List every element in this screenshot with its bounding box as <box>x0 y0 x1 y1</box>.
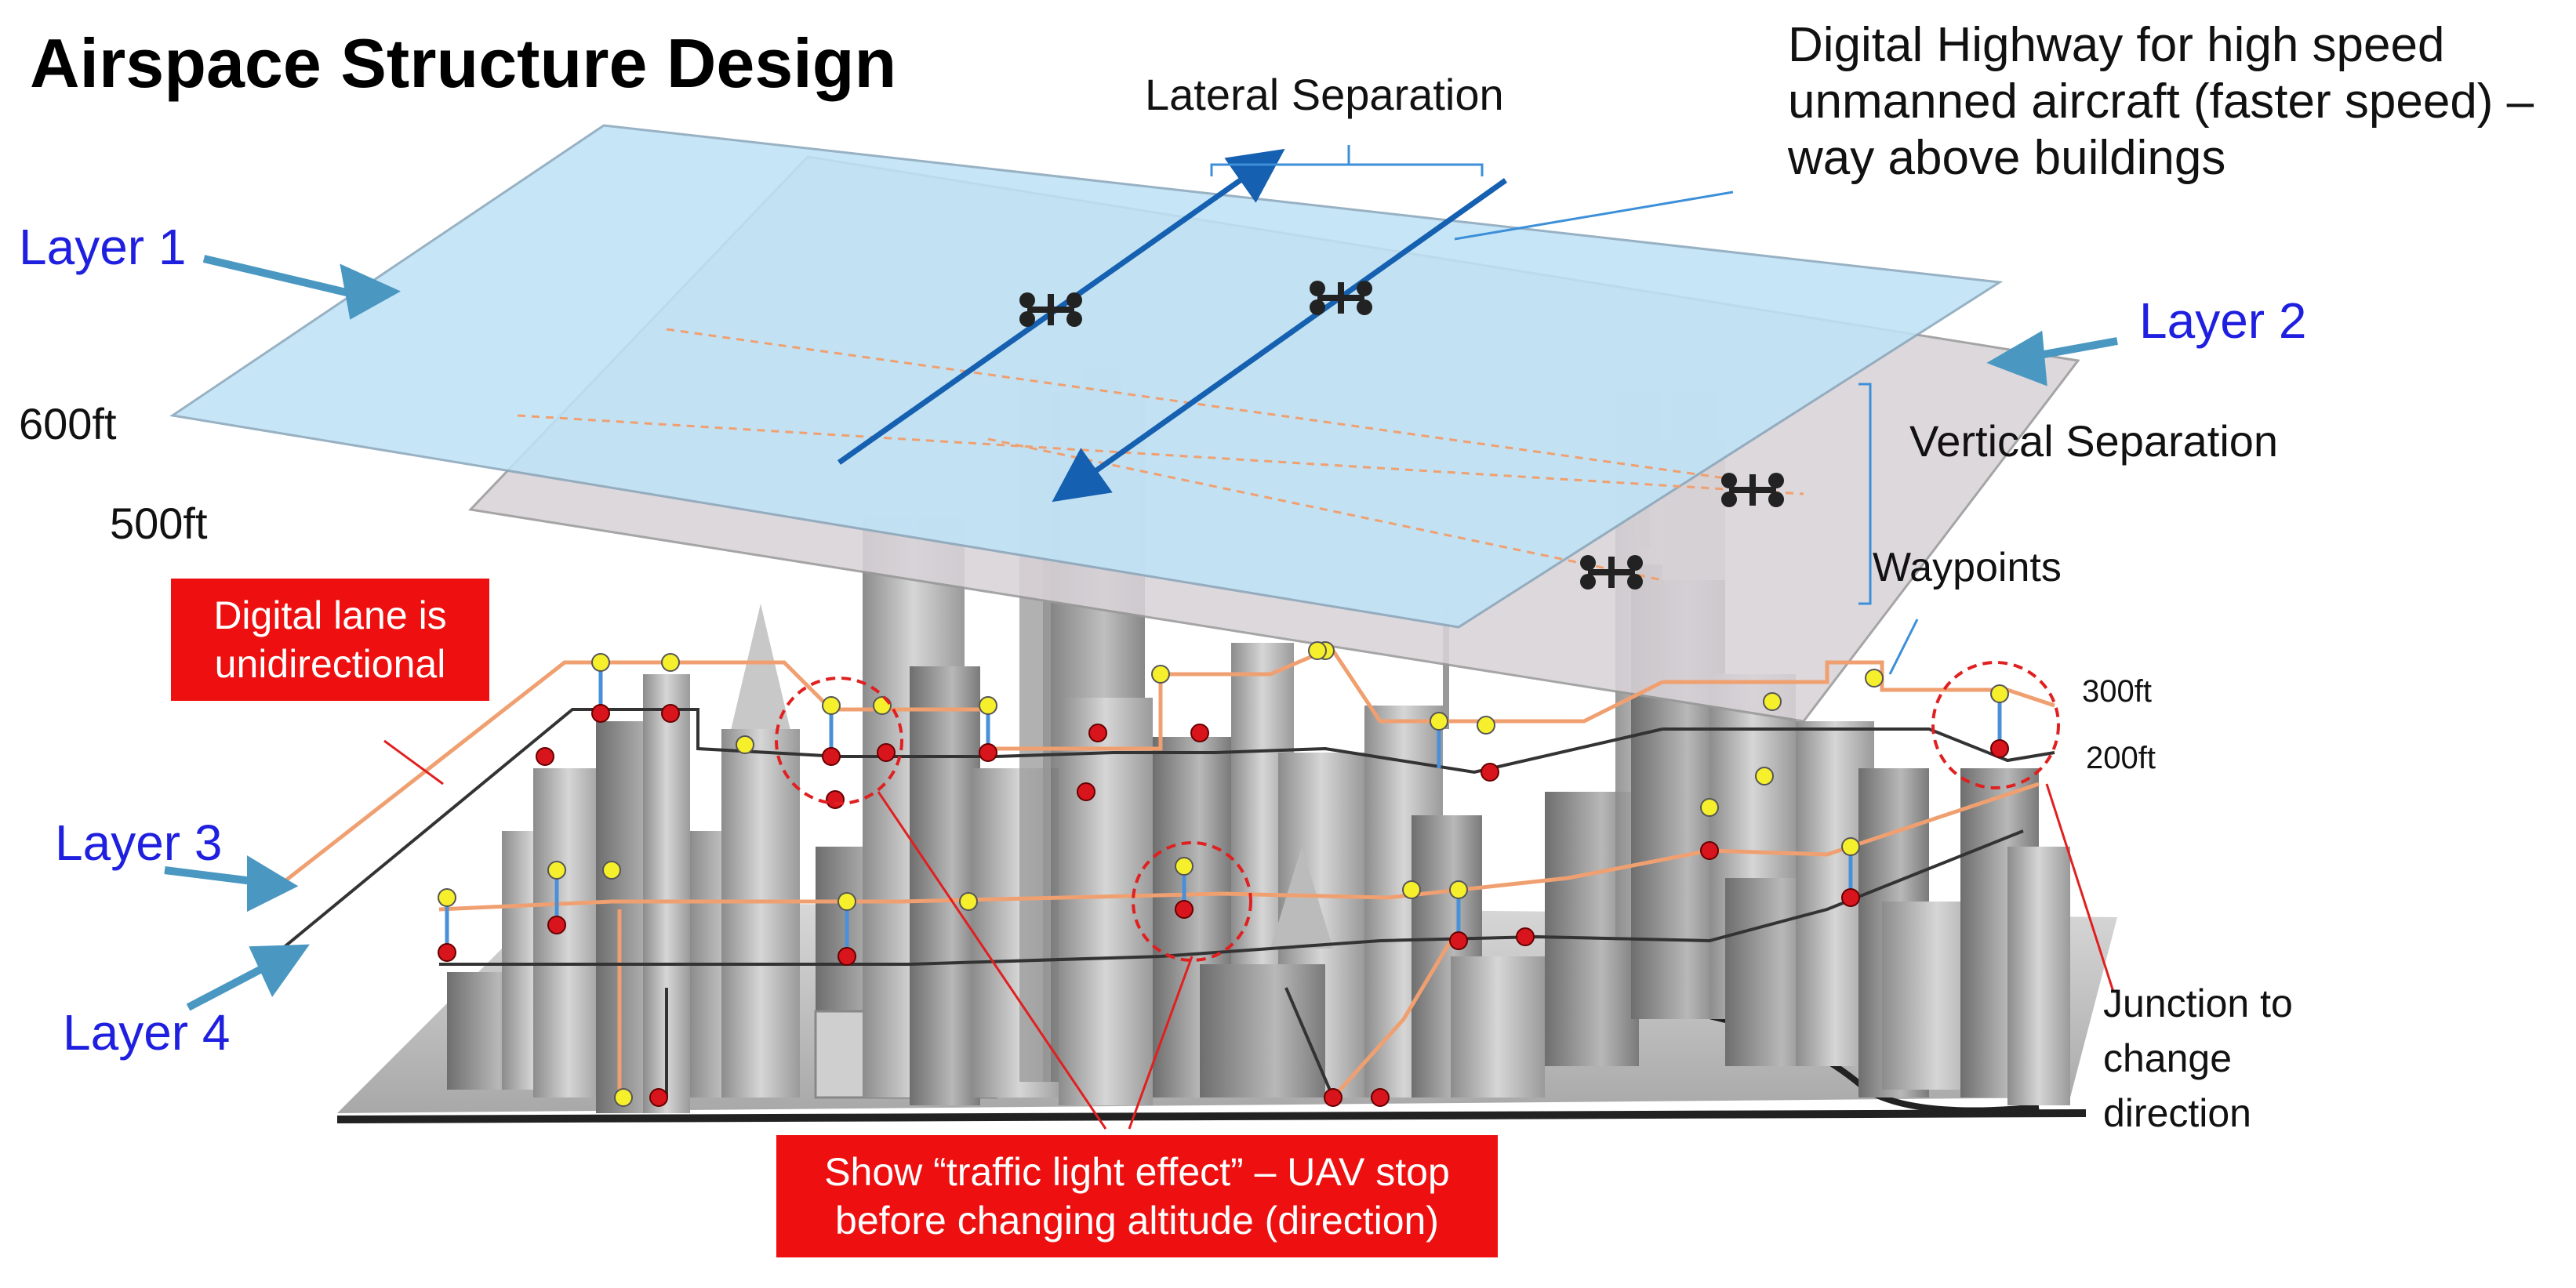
altitude-500ft-label: 500ft <box>110 499 208 548</box>
waypoints-yellow <box>438 641 2009 1107</box>
callout-leaders <box>1210 145 1919 675</box>
altitude-300ft-label: 300ft <box>2082 674 2152 709</box>
junction-label: Junction to change direction <box>2103 981 2293 1135</box>
altitude-600ft-label: 600ft <box>19 399 117 448</box>
layer2-label: Layer 2 <box>2139 292 2307 349</box>
red-pointer-lines <box>383 739 2115 1130</box>
altitude-200ft-label: 200ft <box>2086 741 2156 775</box>
city-buildings <box>447 368 2070 1113</box>
waypoints-red <box>438 704 2009 1107</box>
drone-icons <box>1019 281 1784 590</box>
page-title: Airspace Structure Design <box>30 24 897 102</box>
unidirectional-lane-box: Digital lane is unidirectional <box>171 579 489 701</box>
layer1-plane <box>169 124 2004 629</box>
traffic-light-effect-box: Show “traffic light effect” – UAV stop b… <box>776 1135 1498 1257</box>
waypoints-label: Waypoints <box>1873 545 2062 590</box>
traffic-light-circles <box>775 661 2060 962</box>
digital-highway-label: Digital Highway for high speed unmanned … <box>1788 18 2534 185</box>
lateral-separation-label: Lateral Separation <box>1145 70 1504 119</box>
layer-pointer-arrows <box>164 255 2118 1011</box>
layer3-label: Layer 3 <box>55 815 223 871</box>
layer1-label: Layer 1 <box>19 219 187 275</box>
vertical-separation-label: Vertical Separation <box>1909 416 2279 466</box>
layer4-label: Layer 4 <box>63 1004 231 1061</box>
